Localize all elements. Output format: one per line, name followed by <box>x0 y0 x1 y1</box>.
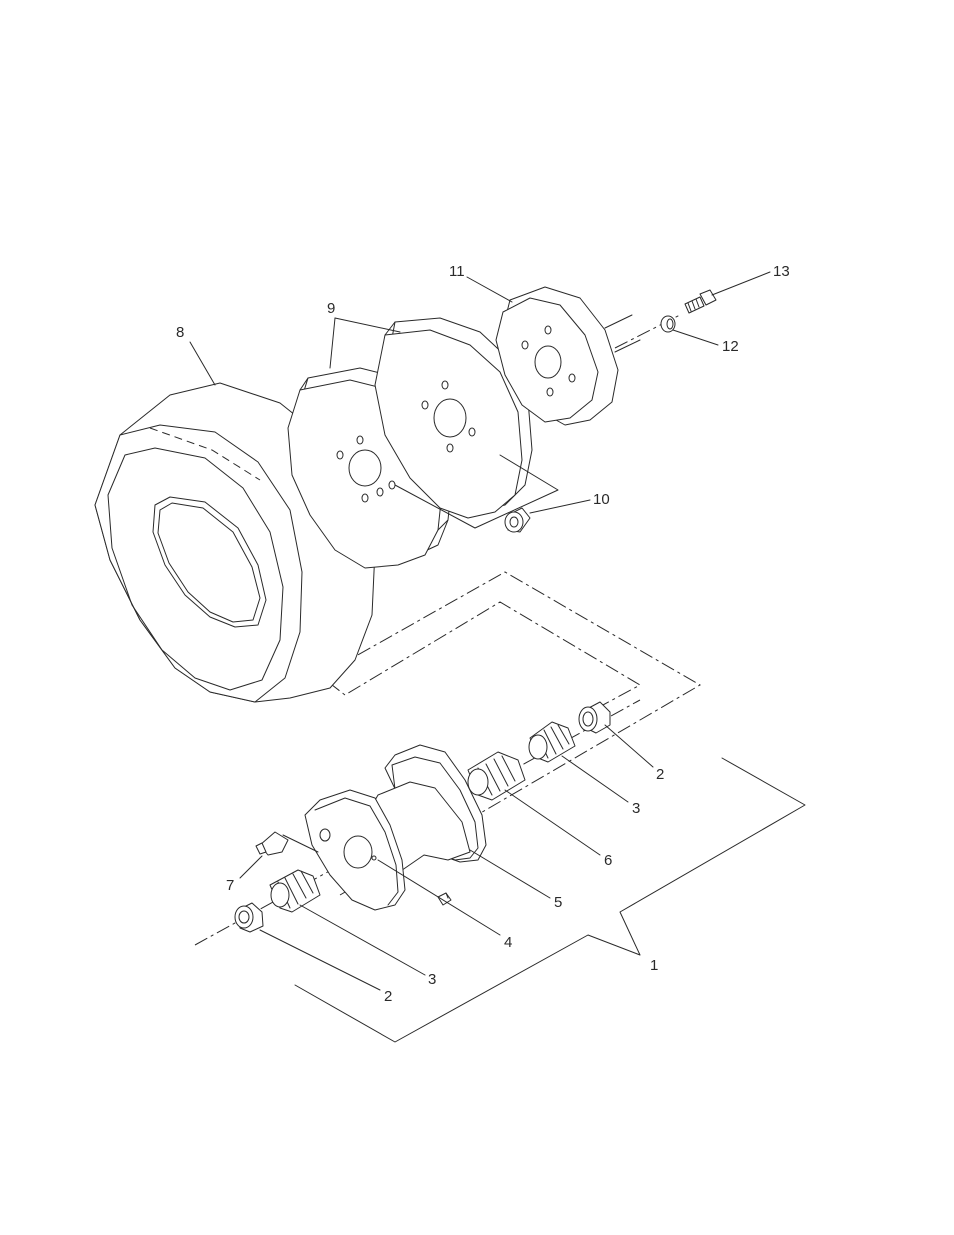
callout-8-leader: 8 <box>176 324 215 385</box>
callout-2a-leader: 2 <box>605 725 664 783</box>
roller-bearing-rear-face <box>529 735 547 759</box>
callout-7: 7 <box>226 877 234 894</box>
rim-rear-bolt-hole <box>469 428 475 436</box>
hub-grease-port <box>372 856 376 860</box>
mounting-plate-hole <box>522 341 528 349</box>
callout-2b-leader: 2 <box>260 930 392 1005</box>
mounting-plate-hole <box>545 326 551 334</box>
rim-rear-bolt-hole <box>442 381 448 389</box>
bearing-sleeve <box>468 752 525 800</box>
seal-rear <box>579 702 610 733</box>
bolt <box>685 290 716 313</box>
roller-bearing-front-face <box>271 883 289 907</box>
callout-13: 13 <box>773 263 790 280</box>
callout-3b: 3 <box>428 971 436 988</box>
callout-5-leader: 5 <box>470 850 562 911</box>
callout-12: 12 <box>722 338 739 355</box>
callout-4: 4 <box>504 934 512 951</box>
callout-6: 6 <box>604 852 612 869</box>
callout-2b: 2 <box>384 988 392 1005</box>
mounting-plate-hole <box>569 374 575 382</box>
callout-1: 1 <box>650 957 658 974</box>
roller-bearing-rear <box>529 722 575 762</box>
seal-front <box>235 903 263 932</box>
rim-rear-bolt-hole <box>422 401 428 409</box>
callout-8: 8 <box>176 324 184 341</box>
rim-rear-center-bore <box>434 399 466 437</box>
callout-10-leader: 10 <box>530 491 610 513</box>
spacer <box>505 508 530 532</box>
bearing-sleeve-face <box>468 769 488 795</box>
rim-front-bolt-hole <box>362 494 368 502</box>
callout-9: 9 <box>327 300 335 317</box>
mounting-stud-1 <box>605 315 632 328</box>
rim-rear-bolt-hole <box>447 444 453 452</box>
rim-front-bolt-hole <box>337 451 343 459</box>
rim-front-bolt-hole <box>357 436 363 444</box>
callout-11: 11 <box>449 263 465 280</box>
rim-front-center-bore <box>349 450 381 486</box>
rim-front-bolt-hole <box>377 488 383 496</box>
callout-2a: 2 <box>656 766 664 783</box>
hub-flange-hole <box>320 829 330 841</box>
mounting-plate-bore <box>535 346 561 378</box>
callout-11-leader: 11 <box>449 263 512 302</box>
seal-rear-face <box>579 707 597 731</box>
seal-front-face <box>235 906 253 928</box>
bolt-shank <box>685 297 704 313</box>
roller-bearing-front <box>270 870 320 912</box>
callout-13-leader: 13 <box>712 263 790 295</box>
callout-3b-leader: 3 <box>300 905 436 988</box>
callout-6-leader: 6 <box>505 790 612 869</box>
hub-bore <box>344 836 372 868</box>
rim-front-bolt-hole <box>389 481 395 489</box>
callout-12-leader: 12 <box>673 330 739 355</box>
callout-10: 10 <box>593 491 610 508</box>
spacer-face <box>505 512 523 532</box>
callout-3a: 3 <box>632 800 640 817</box>
callout-1-leader: 1 <box>650 957 658 974</box>
callout-3a-leader: 3 <box>562 756 640 817</box>
mounting-plate-hole <box>547 388 553 396</box>
callout-5: 5 <box>554 894 562 911</box>
hub <box>305 745 486 910</box>
